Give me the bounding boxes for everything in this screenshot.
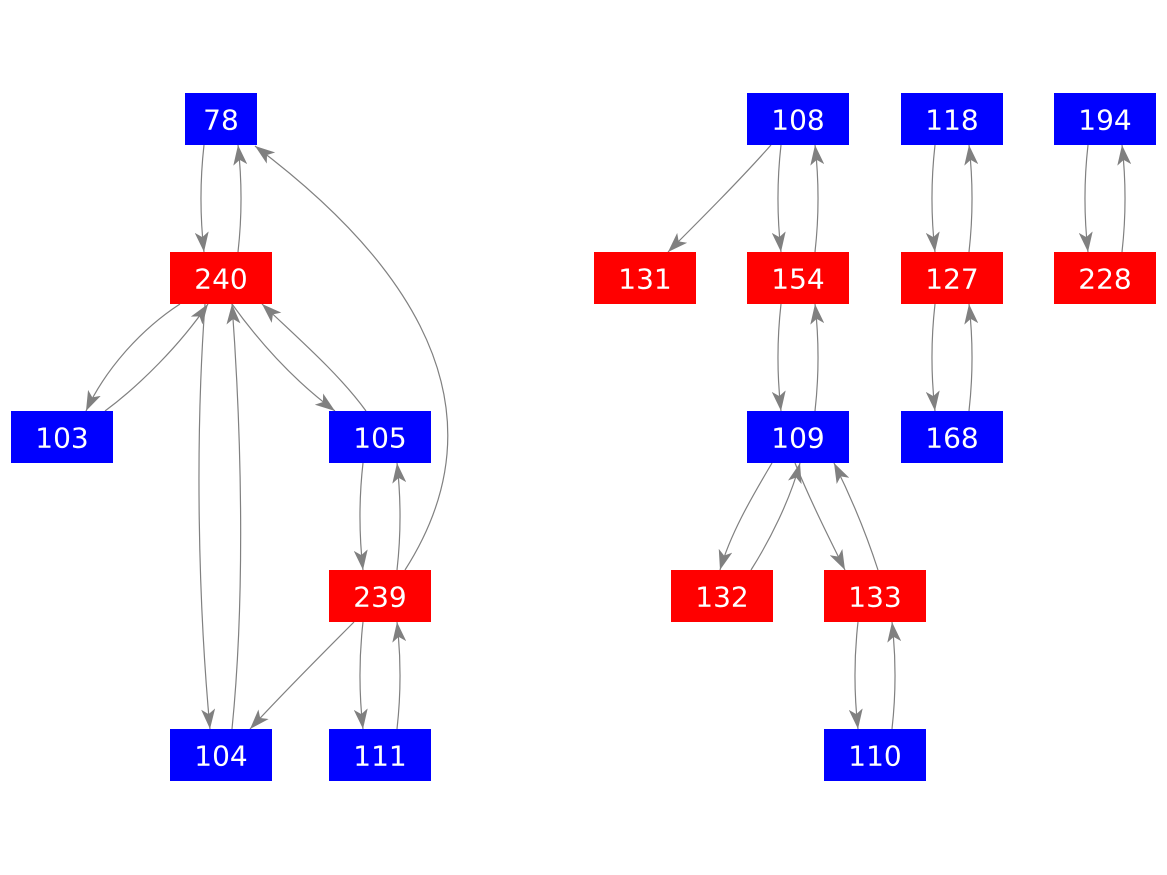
edge-127-to-118 [964, 144, 979, 253]
edge-109-to-133 [794, 462, 846, 571]
node-240: 240 [170, 252, 272, 304]
edge-168-to-127 [964, 303, 979, 412]
edges-layer [85, 144, 1132, 730]
node-box-194 [1054, 93, 1156, 145]
node-box-118 [901, 93, 1003, 145]
edge-109-to-132 [718, 462, 773, 571]
node-127: 127 [901, 252, 1003, 304]
node-label-131: 131 [618, 263, 671, 296]
node-box-168 [901, 411, 1003, 463]
edge-110-to-133 [887, 621, 902, 730]
node-box-154 [747, 252, 849, 304]
edge-133-to-109 [833, 462, 879, 571]
edge-105-to-240 [261, 303, 367, 412]
edge-154-to-109 [771, 303, 786, 412]
node-label-154: 154 [771, 263, 824, 296]
node-78: 78 [185, 93, 257, 145]
node-label-118: 118 [925, 104, 978, 137]
edge-240-to-105 [231, 303, 336, 412]
edge-240-to-103 [85, 303, 181, 412]
node-239: 239 [329, 570, 431, 622]
node-box-108 [747, 93, 849, 145]
node-box-109 [747, 411, 849, 463]
node-228: 228 [1054, 252, 1156, 304]
edge-108-to-131 [667, 144, 772, 253]
node-box-133 [824, 570, 926, 622]
node-103: 103 [11, 411, 113, 463]
edge-239-to-105 [392, 462, 407, 571]
edge-111-to-239 [392, 621, 407, 730]
node-box-103 [11, 411, 113, 463]
edge-239-to-104 [249, 621, 355, 730]
edge-228-to-194 [1117, 144, 1132, 253]
node-154: 154 [747, 252, 849, 304]
edge-239-to-78 [254, 145, 449, 571]
node-110: 110 [824, 729, 926, 781]
edge-194-to-228 [1078, 144, 1093, 253]
node-label-228: 228 [1078, 263, 1131, 296]
node-label-110: 110 [848, 740, 901, 773]
node-label-127: 127 [925, 263, 978, 296]
edge-240-to-104 [198, 303, 216, 730]
edge-127-to-168 [925, 303, 940, 412]
node-box-111 [329, 729, 431, 781]
edge-154-to-108 [810, 144, 825, 253]
node-105: 105 [329, 411, 431, 463]
node-label-108: 108 [771, 104, 824, 137]
node-box-78 [185, 93, 257, 145]
edge-78-to-240 [194, 144, 209, 253]
edge-105-to-239 [353, 462, 368, 571]
node-box-127 [901, 252, 1003, 304]
node-label-78: 78 [203, 104, 239, 137]
node-label-194: 194 [1078, 104, 1131, 137]
node-label-105: 105 [353, 422, 406, 455]
node-131: 131 [594, 252, 696, 304]
node-111: 111 [329, 729, 431, 781]
node-132: 132 [671, 570, 773, 622]
node-box-132 [671, 570, 773, 622]
node-label-239: 239 [353, 581, 406, 614]
node-label-103: 103 [35, 422, 88, 455]
node-label-240: 240 [194, 263, 247, 296]
node-label-111: 111 [353, 740, 406, 773]
node-box-228 [1054, 252, 1156, 304]
node-label-104: 104 [194, 740, 247, 773]
edge-132-to-109 [750, 462, 802, 571]
node-box-110 [824, 729, 926, 781]
node-108: 108 [747, 93, 849, 145]
edge-103-to-240 [104, 303, 209, 412]
edge-108-to-154 [771, 144, 786, 253]
node-label-132: 132 [695, 581, 748, 614]
node-label-109: 109 [771, 422, 824, 455]
node-194: 194 [1054, 93, 1156, 145]
node-118: 118 [901, 93, 1003, 145]
edge-109-to-154 [810, 303, 825, 412]
node-box-239 [329, 570, 431, 622]
node-box-240 [170, 252, 272, 304]
edge-133-to-110 [848, 621, 863, 730]
edge-240-to-78 [233, 144, 248, 253]
node-label-133: 133 [848, 581, 901, 614]
node-133: 133 [824, 570, 926, 622]
edge-104-to-240 [226, 303, 242, 730]
nodes-layer: 78 240 103 105 239 104 111 108 131 154 109 132 133 11… [11, 93, 1156, 781]
node-104: 104 [170, 729, 272, 781]
edge-118-to-127 [925, 144, 940, 253]
node-box-105 [329, 411, 431, 463]
edge-239-to-111 [353, 621, 368, 730]
node-109: 109 [747, 411, 849, 463]
node-168: 168 [901, 411, 1003, 463]
node-box-131 [594, 252, 696, 304]
node-label-168: 168 [925, 422, 978, 455]
node-box-104 [170, 729, 272, 781]
